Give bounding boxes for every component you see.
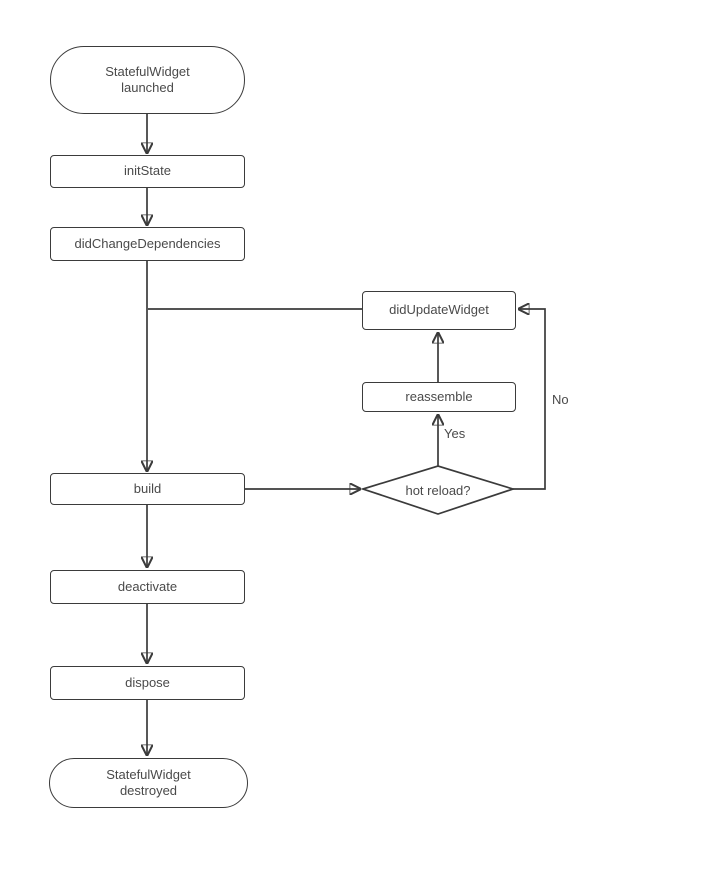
edge-label-yes: Yes [443,426,467,441]
node-didchangedependencies: didChangeDependencies [50,227,245,261]
arrow-hotreload-no-to-didupdatewidget [513,309,546,490]
node-label: reassemble [405,388,473,404]
node-label: StatefulWidget launched [105,63,190,95]
node-label: didUpdateWidget [389,302,489,318]
node-statefulwidget-launched: StatefulWidget launched [50,46,245,114]
node-label: initState [124,163,171,179]
hot-reload-diamond-shape [360,465,516,515]
node-statefulwidget-destroyed: StatefulWidget destroyed [49,758,248,808]
node-deactivate: deactivate [50,570,245,604]
node-didupdatewidget: didUpdateWidget [362,291,516,330]
node-build: build [50,473,245,505]
node-label: hot reload? [405,482,471,498]
node-label: dispose [125,674,170,690]
node-reassemble: reassemble [362,382,516,412]
node-label: deactivate [117,578,178,594]
node-label: build [133,480,162,496]
node-dispose: dispose [50,666,245,700]
node-hot-reload-decision: hot reload? [363,466,513,514]
node-label: StatefulWidget destroyed [106,766,191,798]
edge-label-no: No [551,392,570,407]
node-label: didChangeDependencies [74,235,221,251]
node-initstate: initState [50,155,245,188]
